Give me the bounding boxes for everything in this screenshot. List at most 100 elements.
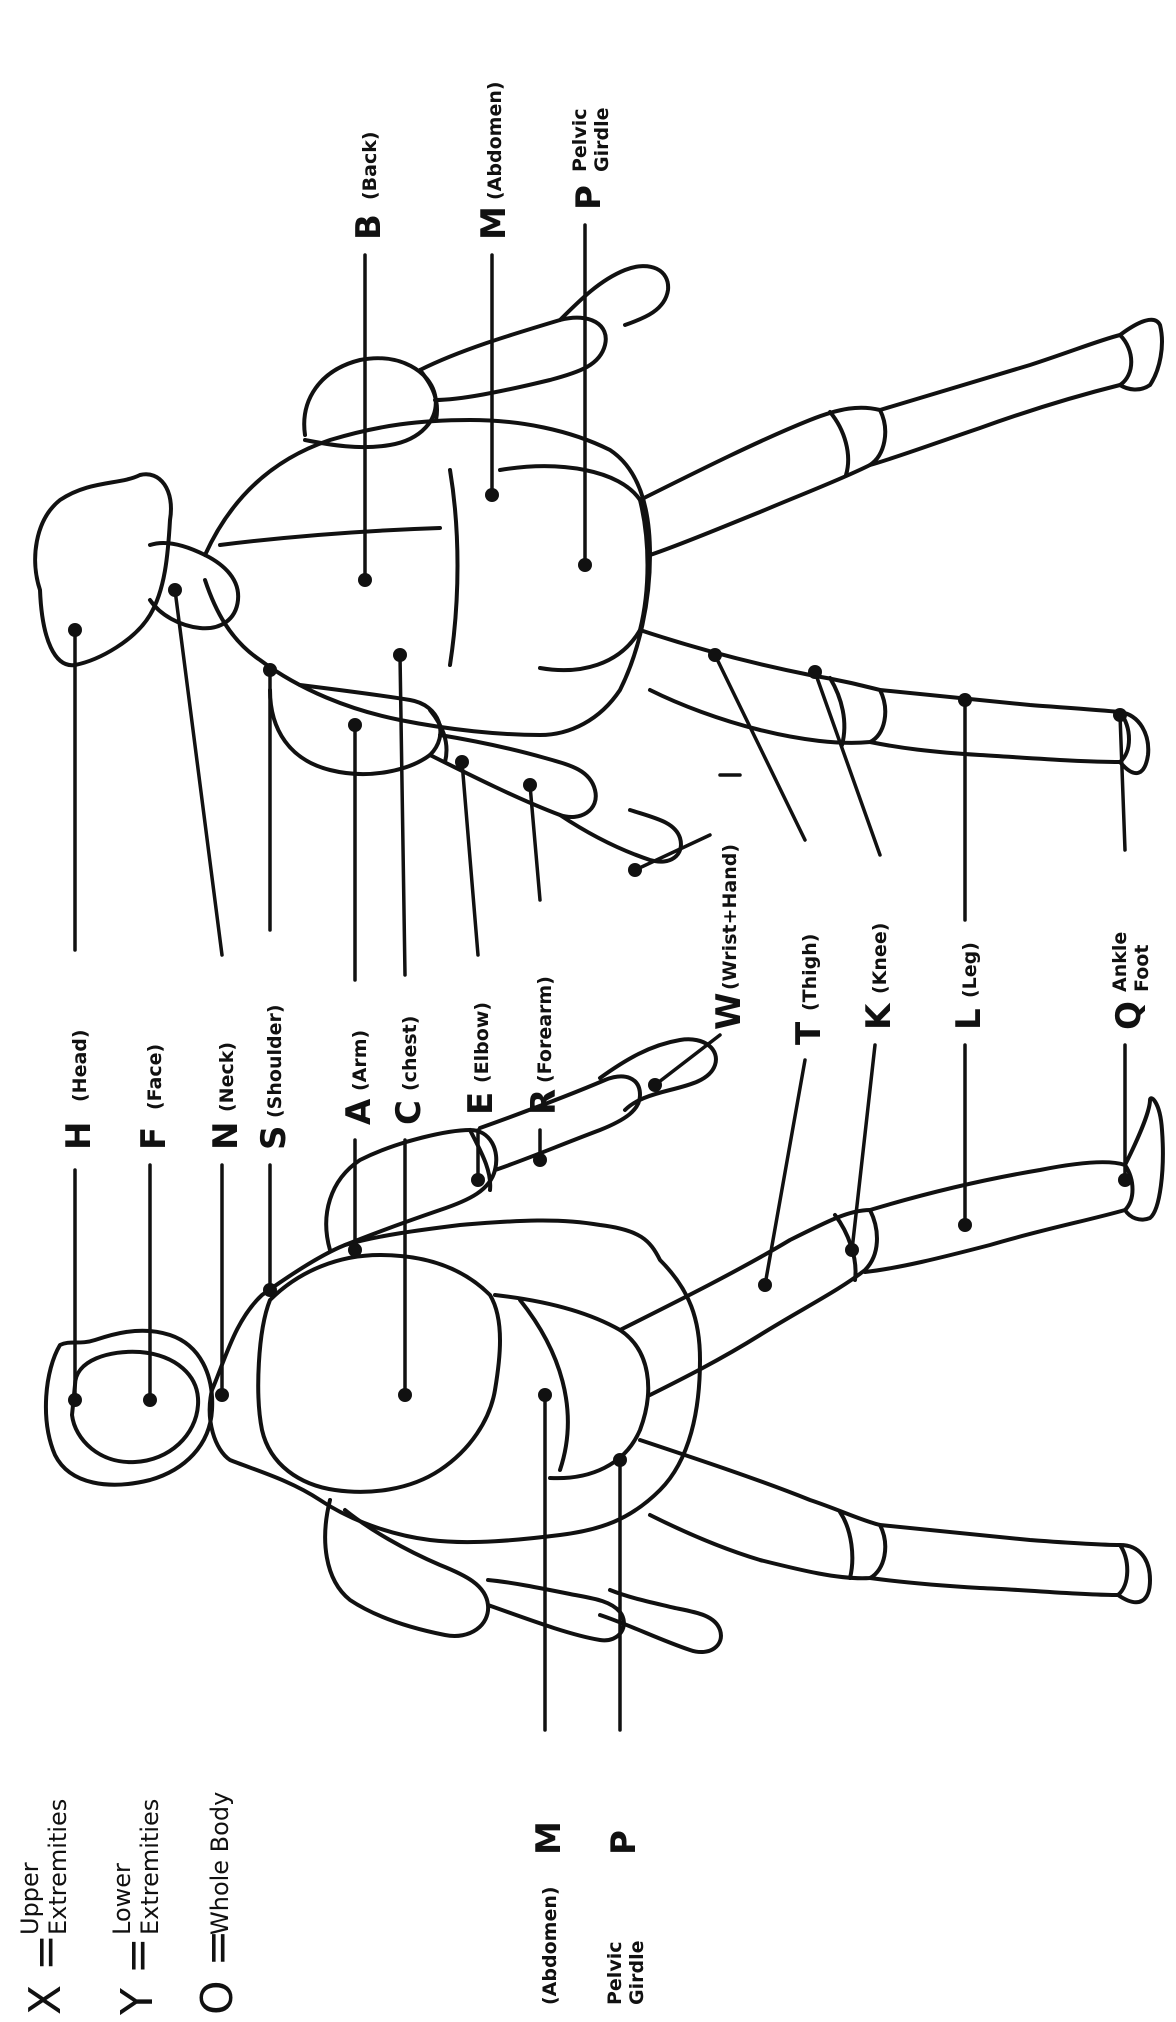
- label-c: C (chest): [389, 1016, 429, 1125]
- dot-e-back: [455, 755, 469, 769]
- label-s-name: (Shoulder): [264, 1004, 286, 1118]
- label-b-letter: B: [349, 214, 389, 240]
- front-left-shin: [870, 1525, 1127, 1595]
- dot-m-back: [485, 488, 499, 502]
- label-k: K (Knee): [859, 923, 899, 1030]
- back-figure: [35, 266, 1162, 862]
- back-forearm-top: [420, 318, 606, 400]
- label-k-letter: K: [859, 1002, 899, 1030]
- dot-p-back: [578, 558, 592, 572]
- dot-a-front: [348, 1243, 362, 1257]
- dot-t-front: [758, 1278, 772, 1292]
- legend-y-line2: Extremities: [136, 1799, 164, 1935]
- front-right-thigh: [620, 1210, 877, 1395]
- label-n: N (Neck): [206, 1042, 246, 1150]
- label-p-front: Pelvic Girdle P: [604, 1830, 648, 2005]
- legend-y-line1: Lower: [108, 1863, 136, 1935]
- leader-n: [175, 590, 222, 1395]
- label-w-name: (Wrist+Hand): [719, 844, 741, 990]
- label-f: F (Face): [134, 1044, 174, 1150]
- label-f-name: (Face): [144, 1044, 166, 1110]
- dot-h-back: [68, 623, 82, 637]
- label-m-front-letter: M: [529, 1821, 569, 1855]
- label-t-letter: T: [789, 1021, 829, 1045]
- dot-c-front: [398, 1388, 412, 1402]
- dot-c-back: [393, 648, 407, 662]
- dot-l-front: [958, 1218, 972, 1232]
- dot-p-front: [613, 1453, 627, 1467]
- dot-n-back: [168, 583, 182, 597]
- dot-w-front: [648, 1078, 662, 1092]
- dot-r-front: [533, 1153, 547, 1167]
- dot-s-front: [263, 1283, 277, 1297]
- front-lower-arm: [325, 1500, 488, 1636]
- back-thigh-top: [640, 408, 885, 555]
- label-b: B (Back): [349, 131, 389, 240]
- dot-h-front: [68, 1393, 82, 1407]
- front-abdomen-curve: [495, 1295, 648, 1478]
- leader-e: [462, 762, 478, 1180]
- dot-b: [358, 573, 372, 587]
- label-s-letter: S: [254, 1126, 294, 1151]
- label-l-name: (Leg): [959, 942, 981, 998]
- label-t-name: (Thigh): [799, 934, 821, 1012]
- dot-q-back: [1113, 708, 1127, 722]
- back-pelvis: [500, 466, 648, 670]
- dot-k-front: [845, 1243, 859, 1257]
- dot-k-back: [808, 665, 822, 679]
- label-l: L (Leg): [949, 942, 989, 1030]
- label-n-letter: N: [206, 1122, 246, 1150]
- label-t: T (Thigh): [789, 934, 829, 1046]
- label-h-name: (Head): [69, 1029, 91, 1102]
- back-forearm-bottom: [430, 735, 596, 817]
- back-head-outline: [35, 474, 171, 665]
- back-waist-line: [450, 470, 458, 665]
- label-p-front-name-line2: Girdle: [626, 1941, 648, 2005]
- dot-t-back: [708, 648, 722, 662]
- label-m-back-name: (Abdomen): [484, 81, 506, 200]
- label-w: W (Wrist+Hand): [709, 844, 749, 1030]
- label-p-front-name-line1: Pelvic: [604, 1942, 626, 2006]
- front-right-shin: [865, 1162, 1133, 1272]
- dot-w-back: [628, 863, 642, 877]
- back-shin-top: [870, 335, 1131, 465]
- label-c-name: (chest): [399, 1016, 421, 1091]
- label-r-letter: R: [524, 1089, 564, 1115]
- label-a-letter: A: [339, 1098, 379, 1125]
- label-p-back-letter: P: [569, 185, 609, 210]
- front-left-thigh: [640, 1440, 885, 1578]
- back-thigh-bottom: [640, 630, 885, 743]
- label-a-name: (Arm): [349, 1030, 371, 1091]
- label-m-front-name: (Abdomen): [539, 1886, 561, 2005]
- label-q-name-line1: Ankle: [1109, 932, 1131, 992]
- label-e: E (Elbow): [461, 1002, 501, 1115]
- label-h-letter: H: [59, 1122, 99, 1150]
- dot-a-back: [348, 718, 362, 732]
- label-q: Q Ankle Foot: [1109, 932, 1153, 1030]
- dot-m-front: [538, 1388, 552, 1402]
- front-face-outline: [72, 1352, 198, 1462]
- label-w-letter: W: [709, 992, 749, 1030]
- label-q-name-line2: Foot: [1131, 945, 1153, 992]
- dot-e-front: [471, 1173, 485, 1187]
- label-p-front-letter: P: [604, 1830, 644, 1855]
- label-q-letter: Q: [1109, 1001, 1149, 1030]
- back-shin-bottom: [870, 690, 1129, 762]
- front-lower-hand: [600, 1590, 721, 1652]
- dot-l-back: [958, 693, 972, 707]
- label-s: S (Shoulder): [254, 1004, 294, 1150]
- label-r-name: (Forearm): [534, 976, 556, 1083]
- back-spine-line: [220, 528, 440, 545]
- label-m-back-letter: M: [474, 206, 514, 240]
- back-upper-arm-top: [304, 358, 436, 447]
- dot-s-back: [263, 663, 277, 677]
- label-m-back: M (Abdomen): [474, 81, 514, 240]
- front-chest-plate: [258, 1255, 500, 1492]
- legend-x-line1: Upper: [16, 1862, 44, 1935]
- legend: X = Upper Extremities Y = Lower Extremit…: [16, 1792, 243, 2016]
- dot-r-back: [523, 778, 537, 792]
- label-e-letter: E: [461, 1092, 501, 1115]
- label-r: R (Forearm): [524, 976, 564, 1115]
